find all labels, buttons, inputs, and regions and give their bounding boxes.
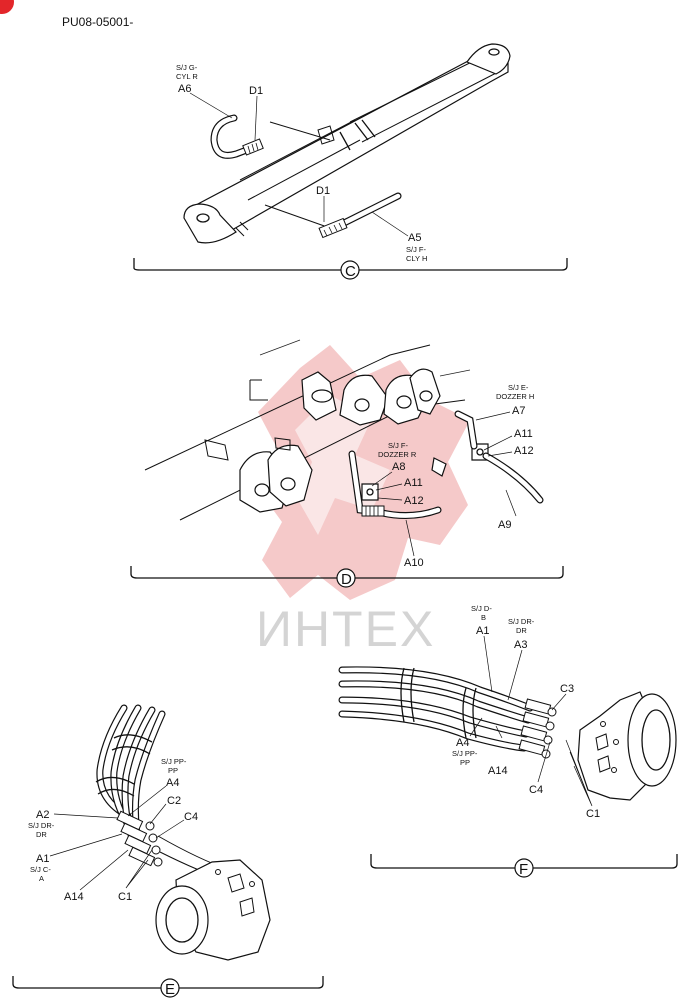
view-c: S/J G- CYL R A6 D1 D1 A5 S/J F- CLY H C	[133, 43, 568, 280]
view-e-label-c4: C4	[184, 811, 198, 823]
view-e-fittings	[116, 810, 163, 867]
view-e-label-a4: A4	[166, 777, 179, 789]
view-e-label-c2: C2	[167, 795, 181, 807]
view-f-label-a3: A3	[514, 639, 527, 651]
watermark-text: ИНТЕХ	[256, 601, 435, 657]
view-f-label-sj-d-b-2: B	[481, 613, 486, 622]
view-d: S/J E- DOZZER H A7 A11 A12 S/J F- DOZZER…	[130, 339, 564, 588]
dozer-bracket-frame	[144, 339, 471, 521]
view-e-label-sj-c-a-2: A	[39, 874, 44, 883]
view-c-label-sj-f-cly-h-1: S/J F-	[406, 245, 427, 254]
view-e-label-a2: A2	[36, 809, 49, 821]
view-f-label-a4: A4	[456, 737, 469, 749]
view-f-label-a1: A1	[476, 625, 489, 637]
view-f-badge	[514, 858, 534, 878]
view-f-label-c4: C4	[529, 784, 543, 796]
view-f-fittings	[518, 698, 557, 759]
view-f-label-c1: C1	[586, 808, 600, 820]
view-f-travel-motor	[577, 691, 677, 801]
view-e-label-a1: A1	[36, 853, 49, 865]
view-e-label-sj-pp-pp-2: PP	[168, 766, 178, 775]
corner-badge	[0, 0, 14, 14]
view-c-label-d1-top: D1	[249, 85, 263, 97]
view-e-label-sj-dr-dr-1: S/J DR-	[28, 821, 55, 830]
view-e-label-c1: C1	[118, 891, 132, 903]
view-c-letter: C	[345, 263, 356, 280]
view-c-label-sj-g-cyl-r-1: S/J G-	[176, 63, 198, 72]
view-d-label-sj-e-dozzer-h-1: S/J E-	[508, 383, 529, 392]
view-d-label-a8: A8	[392, 461, 405, 473]
view-f-label-sj-pp-pp-2: PP	[460, 758, 470, 767]
view-d-label-sj-e-dozzer-h-2: DOZZER H	[496, 392, 534, 401]
view-d-label-sj-f-dozzer-r-2: DOZZER R	[378, 450, 417, 459]
view-c-label-sj-g-cyl-r-2: CYL R	[176, 72, 198, 81]
view-e-badge	[160, 978, 180, 998]
view-f-letter: F	[519, 861, 528, 878]
view-c-label-a5: A5	[408, 232, 421, 244]
view-f-label-a14: A14	[488, 765, 508, 777]
view-d-label-a10: A10	[404, 557, 424, 569]
view-f-label-sj-dr-dr-1: S/J DR-	[508, 617, 535, 626]
view-c-badge	[340, 260, 360, 280]
view-d-label-a12-left: A12	[404, 495, 424, 507]
view-d-badge	[336, 568, 356, 588]
view-c-label-d1-mid: D1	[316, 185, 330, 197]
view-f-label-sj-d-b-1: S/J D-	[471, 604, 492, 613]
view-f-label-sj-pp-pp-1: S/J PP-	[452, 749, 478, 758]
view-c-label-a6: A6	[178, 83, 191, 95]
view-d-label-a9: A9	[498, 519, 511, 531]
hydraulic-cylinder	[183, 43, 511, 244]
document-code: PU08-05001-	[62, 15, 133, 29]
view-e-label-sj-c-a-1: S/J C-	[30, 865, 51, 874]
view-f-label-c3: C3	[560, 683, 574, 695]
view-d-label-sj-f-dozzer-r-1: S/J F-	[388, 441, 409, 450]
view-f: S/J D- B A1 S/J DR- DR A3 C3 A4 S/J PP- …	[338, 604, 678, 878]
view-d-label-a12-right: A12	[514, 445, 534, 457]
view-f-label-sj-dr-dr-2: DR	[516, 626, 527, 635]
view-e-letter: E	[165, 981, 175, 998]
view-d-label-a7: A7	[512, 405, 525, 417]
view-e-label-a14: A14	[64, 891, 84, 903]
view-e-label-sj-dr-dr-2: DR	[36, 830, 47, 839]
view-e: S/J PP- PP A4 A2 S/J DR- DR C2 C4 A1 S/J…	[12, 704, 324, 998]
view-e-label-sj-pp-pp-1: S/J PP-	[161, 757, 187, 766]
view-e-travel-motor	[155, 859, 271, 961]
view-d-label-a11-right: A11	[514, 428, 533, 440]
view-c-label-sj-f-cly-h-2: CLY H	[406, 254, 427, 263]
view-d-letter: D	[341, 571, 352, 588]
view-d-label-a11-left: A11	[404, 477, 423, 489]
